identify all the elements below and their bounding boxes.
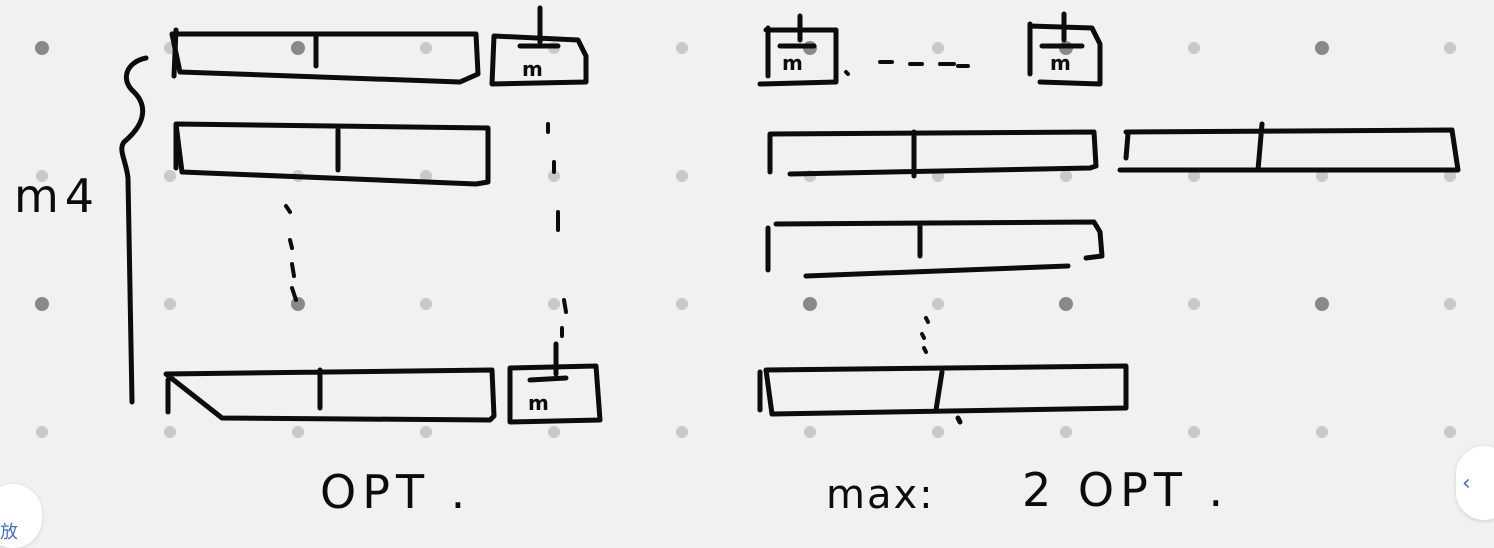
grid-dot (164, 298, 176, 310)
right-bar-2 (765, 219, 1105, 279)
grid-dot (35, 41, 49, 55)
label-m-right-b: m (1050, 51, 1071, 75)
grid-dot (1060, 426, 1072, 438)
grid-dot (1316, 426, 1328, 438)
grid-dot (676, 298, 688, 310)
grid-dot (548, 170, 560, 182)
grid-dot (1060, 170, 1072, 182)
grid-dot (35, 297, 49, 311)
right-bar-1b (1117, 121, 1461, 173)
grid-dot (676, 170, 688, 182)
dot-grid (35, 41, 1456, 438)
grid-dot (1444, 170, 1456, 182)
right-dash-line (844, 60, 970, 76)
right-small-box-a (757, 13, 839, 87)
label-2opt: 2 OPT . (1022, 463, 1229, 517)
grid-dot (932, 298, 944, 310)
grid-dot (420, 42, 432, 54)
collapse-arrow-button[interactable]: ‹ (1456, 446, 1494, 520)
grid-dot (1059, 297, 1073, 311)
grid-dot (548, 426, 560, 438)
grid-dot (932, 42, 944, 54)
grid-dot (1188, 42, 1200, 54)
right-bar-3 (757, 363, 1129, 425)
label-m-left-top: m (522, 57, 543, 81)
grid-dot (291, 297, 305, 311)
grid-dot (291, 41, 305, 55)
left-bar-3 (163, 367, 497, 423)
right-bar-1a (767, 129, 1099, 179)
left-small-box-bottom (507, 341, 603, 425)
grid-dot (932, 426, 944, 438)
corner-bubble (0, 484, 42, 548)
left-bar-1 (169, 27, 481, 85)
grid-dot (1188, 170, 1200, 182)
grid-dot (548, 298, 560, 310)
grid-dot (1316, 170, 1328, 182)
grid-dot (1315, 41, 1329, 55)
left-small-box-top (489, 5, 589, 87)
grid-dot (36, 170, 48, 182)
grid-dot (420, 426, 432, 438)
grid-dot (36, 426, 48, 438)
grid-dot (292, 426, 304, 438)
right-middle-dots (920, 316, 930, 354)
label-opt: OPT . (320, 465, 471, 519)
grid-dot (1188, 426, 1200, 438)
brace-left (119, 55, 149, 405)
grid-dot (1444, 298, 1456, 310)
label-max: max: (826, 472, 935, 518)
corner-glyph: 放 (0, 522, 18, 543)
grid-dot (420, 170, 432, 182)
chevron-left-icon: ‹ (1462, 470, 1471, 496)
grid-dot (676, 426, 688, 438)
right-small-box-b (1027, 11, 1103, 87)
grid-dot (1315, 297, 1329, 311)
label-m-left-bottom: m (528, 391, 549, 415)
left-dots (284, 204, 298, 302)
right-column-dots (546, 122, 568, 338)
grid-dot (1444, 42, 1456, 54)
grid-dot (804, 426, 816, 438)
grid-dot (420, 298, 432, 310)
grid-dot (1188, 298, 1200, 310)
grid-dot (1444, 426, 1456, 438)
grid-dot (164, 170, 176, 182)
grid-dot (164, 426, 176, 438)
label-m-right-a: m (782, 51, 803, 75)
grid-dot (676, 42, 688, 54)
left-bar-2 (173, 121, 491, 187)
grid-dot (803, 297, 817, 311)
label-m4: m4 (14, 169, 100, 223)
